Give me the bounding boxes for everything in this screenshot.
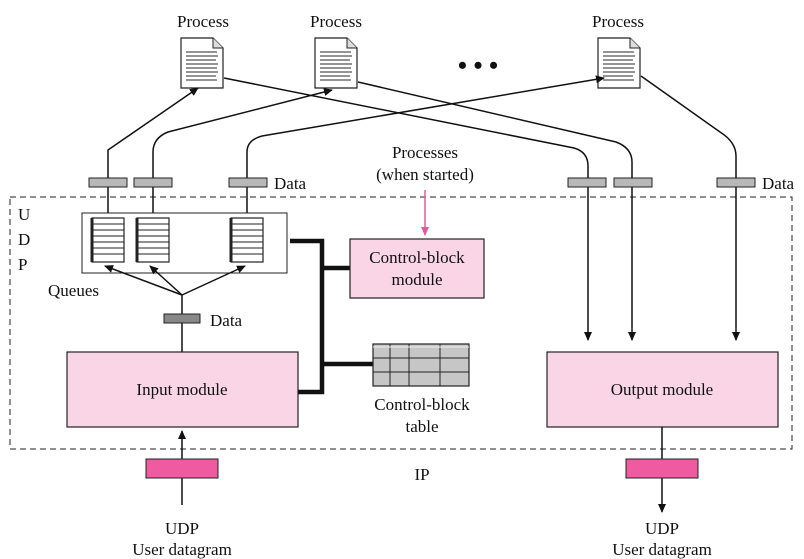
udp-in-line2: User datagram <box>132 540 232 559</box>
ip-label: IP <box>414 465 429 484</box>
data-label-input: Data <box>210 311 243 330</box>
data-tag-queue-3 <box>228 177 268 188</box>
udp-out-datagram <box>625 458 699 479</box>
process-document-icon-3 <box>597 37 641 89</box>
process-to-output-arrow-3 <box>640 75 740 341</box>
udp-boundary <box>9 196 793 450</box>
process-label-2: Process <box>310 12 362 31</box>
process-document-icon-1 <box>180 37 224 89</box>
to-queue-arrow-1 <box>104 265 183 296</box>
data-tag-queue-2 <box>133 177 173 188</box>
data-tag-queue-1 <box>88 177 128 188</box>
control-block-table-line1: Control-block <box>374 395 470 414</box>
udp-out-line2: User datagram <box>612 540 712 559</box>
output-module <box>546 351 779 428</box>
to-queue-arrow-3 <box>181 265 246 296</box>
queue-1 <box>90 217 125 263</box>
udp-letter-d: D <box>18 230 30 249</box>
data-label-right: Data <box>762 174 795 193</box>
processes-started-line1: Processes <box>392 143 458 162</box>
to-queue-arrow-2 <box>149 265 183 296</box>
queue-to-process-arrow-2 <box>152 88 333 215</box>
output-module-label: Output module <box>611 380 713 399</box>
processes-started-line2: (when started) <box>376 165 474 184</box>
udp-letter-p: P <box>18 255 27 274</box>
process-to-output-arrow-2 <box>357 81 636 341</box>
queues-label: Queues <box>48 281 99 300</box>
input-module-label: Input module <box>136 380 227 399</box>
data-tag-input <box>163 313 201 324</box>
control-block-module <box>349 238 485 299</box>
control-block-table-grid <box>372 343 470 387</box>
udp-in-line1: UDP <box>165 519 199 538</box>
data-tag-output-3 <box>716 177 756 188</box>
process-document-icon-2 <box>314 37 358 89</box>
queue-to-process-arrow-1 <box>107 87 199 215</box>
data-tag-output-1 <box>567 177 607 188</box>
control-block-table-line2: table <box>405 417 438 436</box>
process-ellipsis: • • • <box>458 51 498 80</box>
queue-2 <box>135 217 170 263</box>
process-to-output-arrow-1 <box>223 77 592 341</box>
data-tag-output-2 <box>613 177 653 188</box>
input-module <box>66 351 299 428</box>
udp-in-datagram <box>145 458 219 479</box>
queue-to-process-arrow-3 <box>246 75 605 215</box>
control-block-module-line1: Control-block <box>369 248 465 267</box>
control-bus <box>290 238 325 395</box>
process-label-3: Process <box>592 12 644 31</box>
udp-out-line1: UDP <box>645 519 679 538</box>
control-block-module-line2: module <box>392 270 443 289</box>
queue-3 <box>229 217 264 263</box>
udp-letter-u: U <box>18 205 30 224</box>
data-label-left: Data <box>274 174 307 193</box>
process-label-1: Process <box>177 12 229 31</box>
